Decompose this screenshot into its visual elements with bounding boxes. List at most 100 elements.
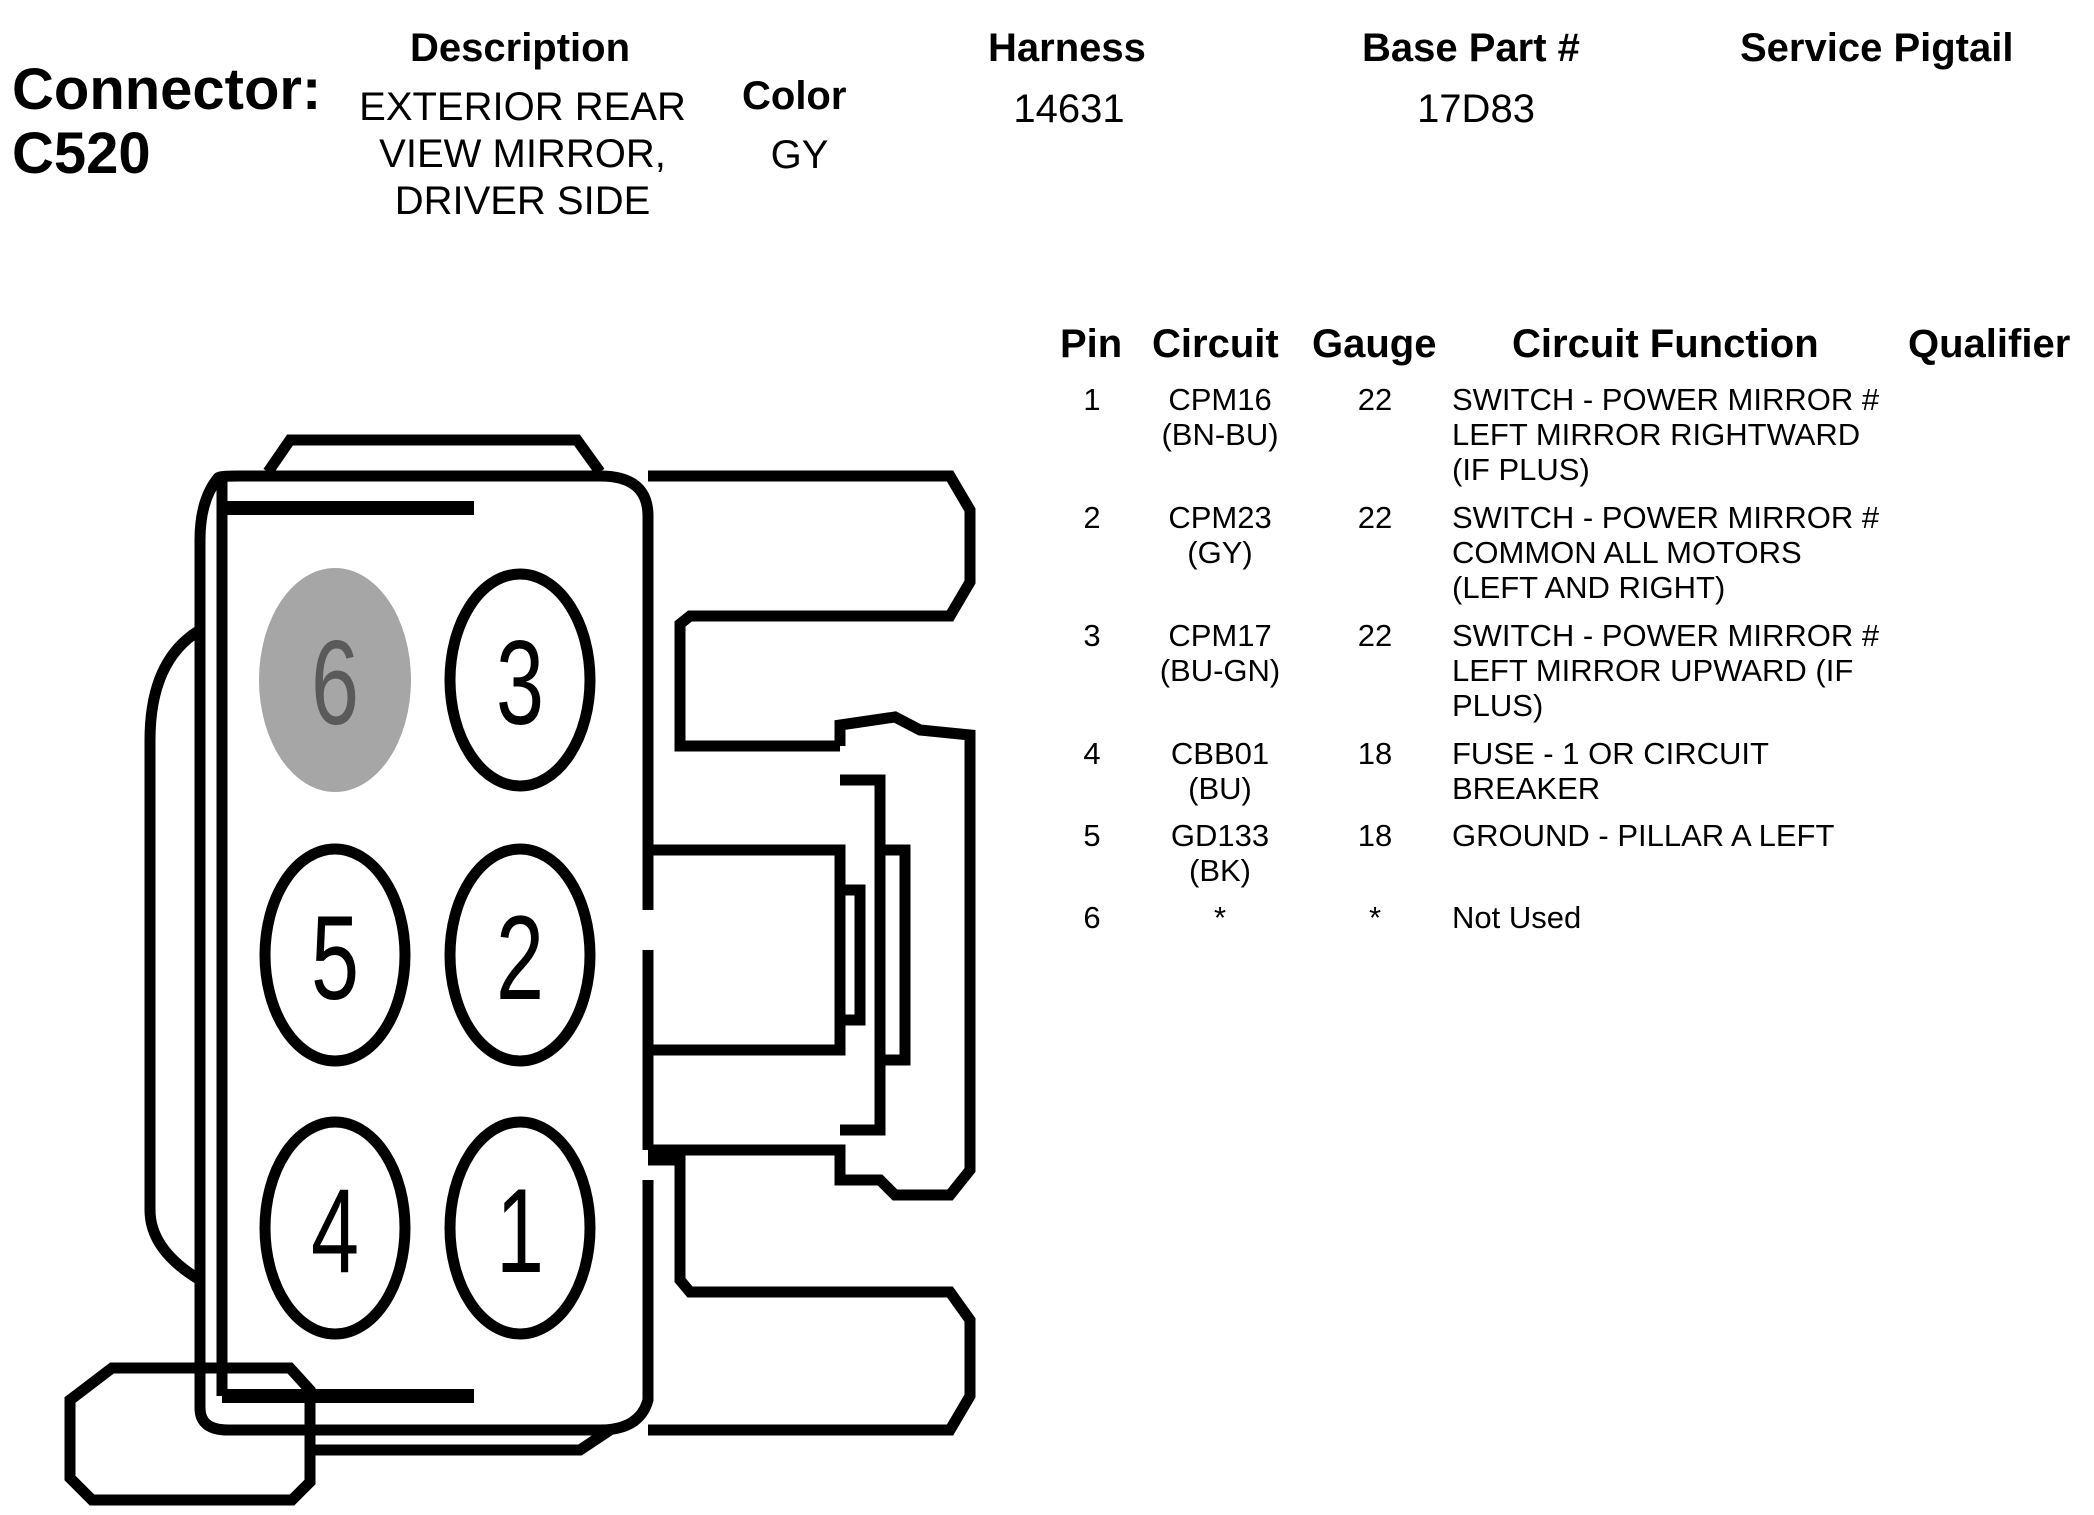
gauge-column-header: Gauge: [1312, 322, 1437, 366]
pin-cell-line: 1: [1083, 382, 1101, 417]
base-part-label: Base Part #: [1362, 26, 1580, 70]
color-value: GY: [770, 133, 829, 177]
connector-label: Connector:: [12, 57, 322, 122]
pin-cell-line: 5: [1083, 818, 1101, 853]
circuit-function-cell: SWITCH - POWER MIRROR #LEFT MIRROR RIGHT…: [1452, 382, 1879, 487]
description-line: EXTERIOR REAR: [359, 85, 686, 129]
circuit-cell: *: [1140, 900, 1300, 935]
pin-5-label: 5: [311, 891, 359, 1025]
circuit-function-cell-line: SWITCH - POWER MIRROR #: [1452, 382, 1880, 417]
pin-3-label: 3: [496, 616, 544, 750]
latch-tab: [880, 844, 911, 1066]
circuit-function-cell-line: GROUND - PILLAR A LEFT: [1452, 818, 1835, 853]
circuit-function-column-header: Circuit Function: [1512, 322, 1819, 366]
circuit-cell-line: CBB01: [1170, 736, 1270, 771]
circuit-function-cell-line: (IF PLUS): [1452, 452, 1590, 487]
circuit-cell-line: (GY): [1187, 535, 1253, 570]
lower-right-arm: [648, 1154, 976, 1436]
upper-right-arm: [648, 470, 976, 752]
harness-value: 14631: [1013, 87, 1125, 131]
circuit-function-cell-line: LEFT MIRROR RIGHTWARD: [1452, 417, 1861, 452]
pin-cell: 3: [1062, 618, 1122, 653]
circuit-column-header: Circuit: [1152, 322, 1279, 366]
latch-inner-rib: [840, 774, 886, 1136]
circuit-cell: CPM16(BN-BU): [1140, 382, 1300, 452]
circuit-cell-line: (BU-GN): [1159, 653, 1281, 688]
pin-6-label: 6: [311, 616, 359, 750]
description-value: EXTERIOR REAR VIEW MIRROR, DRIVER SIDE: [345, 84, 700, 225]
connector-housing-outline: [64, 434, 976, 1506]
pin-cell: 1: [1062, 382, 1122, 417]
circuit-cell: CBB01(BU): [1140, 736, 1300, 806]
middle-right-latch: [648, 711, 976, 1201]
circuit-cell: CPM23(GY): [1140, 500, 1300, 570]
pin-5-cavity: [259, 843, 411, 1067]
circuit-function-cell-line: SWITCH - POWER MIRROR #: [1452, 500, 1880, 535]
latch-notch: [840, 884, 866, 1026]
circuit-cell-line: *: [1213, 900, 1227, 935]
pin-1-cavity: [444, 1116, 596, 1340]
pin-cell-line: 4: [1083, 736, 1101, 771]
harness-label: Harness: [988, 26, 1146, 70]
color-label: Color: [742, 74, 847, 118]
circuit-cell: GD133(BK): [1140, 818, 1300, 888]
connector-id: C520: [12, 121, 151, 186]
pin-cell: 6: [1062, 900, 1122, 935]
base-part-value: 17D83: [1417, 87, 1535, 131]
gauge-cell-line: 22: [1357, 382, 1393, 417]
circuit-cell: CPM17(BU-GN): [1140, 618, 1300, 688]
circuit-cell-line: CPM16: [1168, 382, 1272, 417]
circuit-function-cell-line: BREAKER: [1452, 771, 1601, 806]
gauge-cell-line: 22: [1357, 618, 1393, 653]
circuit-cell-line: (BN-BU): [1161, 417, 1279, 452]
left-latch: [144, 625, 203, 1285]
circuit-function-cell-line: FUSE - 1 OR CIRCUIT: [1452, 736, 1769, 771]
gauge-cell-line: 22: [1357, 500, 1393, 535]
pin-cell: 2: [1062, 500, 1122, 535]
pin-2-label: 2: [496, 891, 544, 1025]
service-pigtail-label: Service Pigtail: [1740, 26, 2014, 70]
pin-cell-line: 6: [1083, 900, 1101, 935]
circuit-function-cell-line: LEFT MIRROR UPWARD (IF: [1452, 653, 1854, 688]
pin-cell: 4: [1062, 736, 1122, 771]
pin-6-cavity: [259, 568, 411, 792]
top-latch: [263, 434, 605, 476]
circuit-cell-line: GD133: [1170, 818, 1270, 853]
circuit-function-cell: SWITCH - POWER MIRROR #COMMON ALL MOTORS…: [1452, 500, 1879, 605]
qualifier-column-header: Qualifier: [1908, 322, 2071, 366]
description-line: DRIVER SIDE: [394, 179, 651, 223]
circuit-function-cell: Not Used: [1452, 900, 1581, 935]
description-line: VIEW MIRROR,: [379, 132, 666, 176]
circuit-function-cell-line: Not Used: [1452, 900, 1582, 935]
gauge-cell: 22: [1330, 382, 1420, 417]
circuit-function-cell-line: (LEFT AND RIGHT): [1452, 570, 1726, 605]
pin-3-cavity: [444, 568, 596, 792]
description-label: Description: [410, 26, 631, 70]
gauge-cell: 22: [1330, 618, 1420, 653]
pin-cell-line: 3: [1083, 618, 1101, 653]
gauge-cell-line: *: [1368, 900, 1382, 935]
gauge-cell: 18: [1330, 736, 1420, 771]
bottom-ridge: [310, 1425, 614, 1456]
circuit-function-cell: SWITCH - POWER MIRROR #LEFT MIRROR UPWAR…: [1452, 618, 1879, 723]
bottom-left-foot: [64, 1362, 316, 1506]
pin-4-cavity: [259, 1116, 411, 1340]
circuit-cell-line: (BU): [1188, 771, 1252, 806]
pin-cell: 5: [1062, 818, 1122, 853]
circuit-function-cell-line: SWITCH - POWER MIRROR #: [1452, 618, 1880, 653]
circuit-cell-line: (BK): [1189, 853, 1251, 888]
pin-cell-line: 2: [1083, 500, 1101, 535]
circuit-function-cell: GROUND - PILLAR A LEFT: [1452, 818, 1834, 853]
circuit-function-cell-line: PLUS): [1452, 688, 1544, 723]
connector-header: Connector: C520: [12, 58, 321, 186]
gauge-cell: 22: [1330, 500, 1420, 535]
gauge-cell-line: 18: [1357, 736, 1393, 771]
pin-column-header: Pin: [1060, 322, 1123, 366]
pin-2-cavity: [444, 843, 596, 1067]
pin-4-label: 4: [311, 1164, 359, 1298]
middle-rectangle: [648, 844, 846, 1056]
gauge-cell-line: 18: [1357, 818, 1393, 853]
